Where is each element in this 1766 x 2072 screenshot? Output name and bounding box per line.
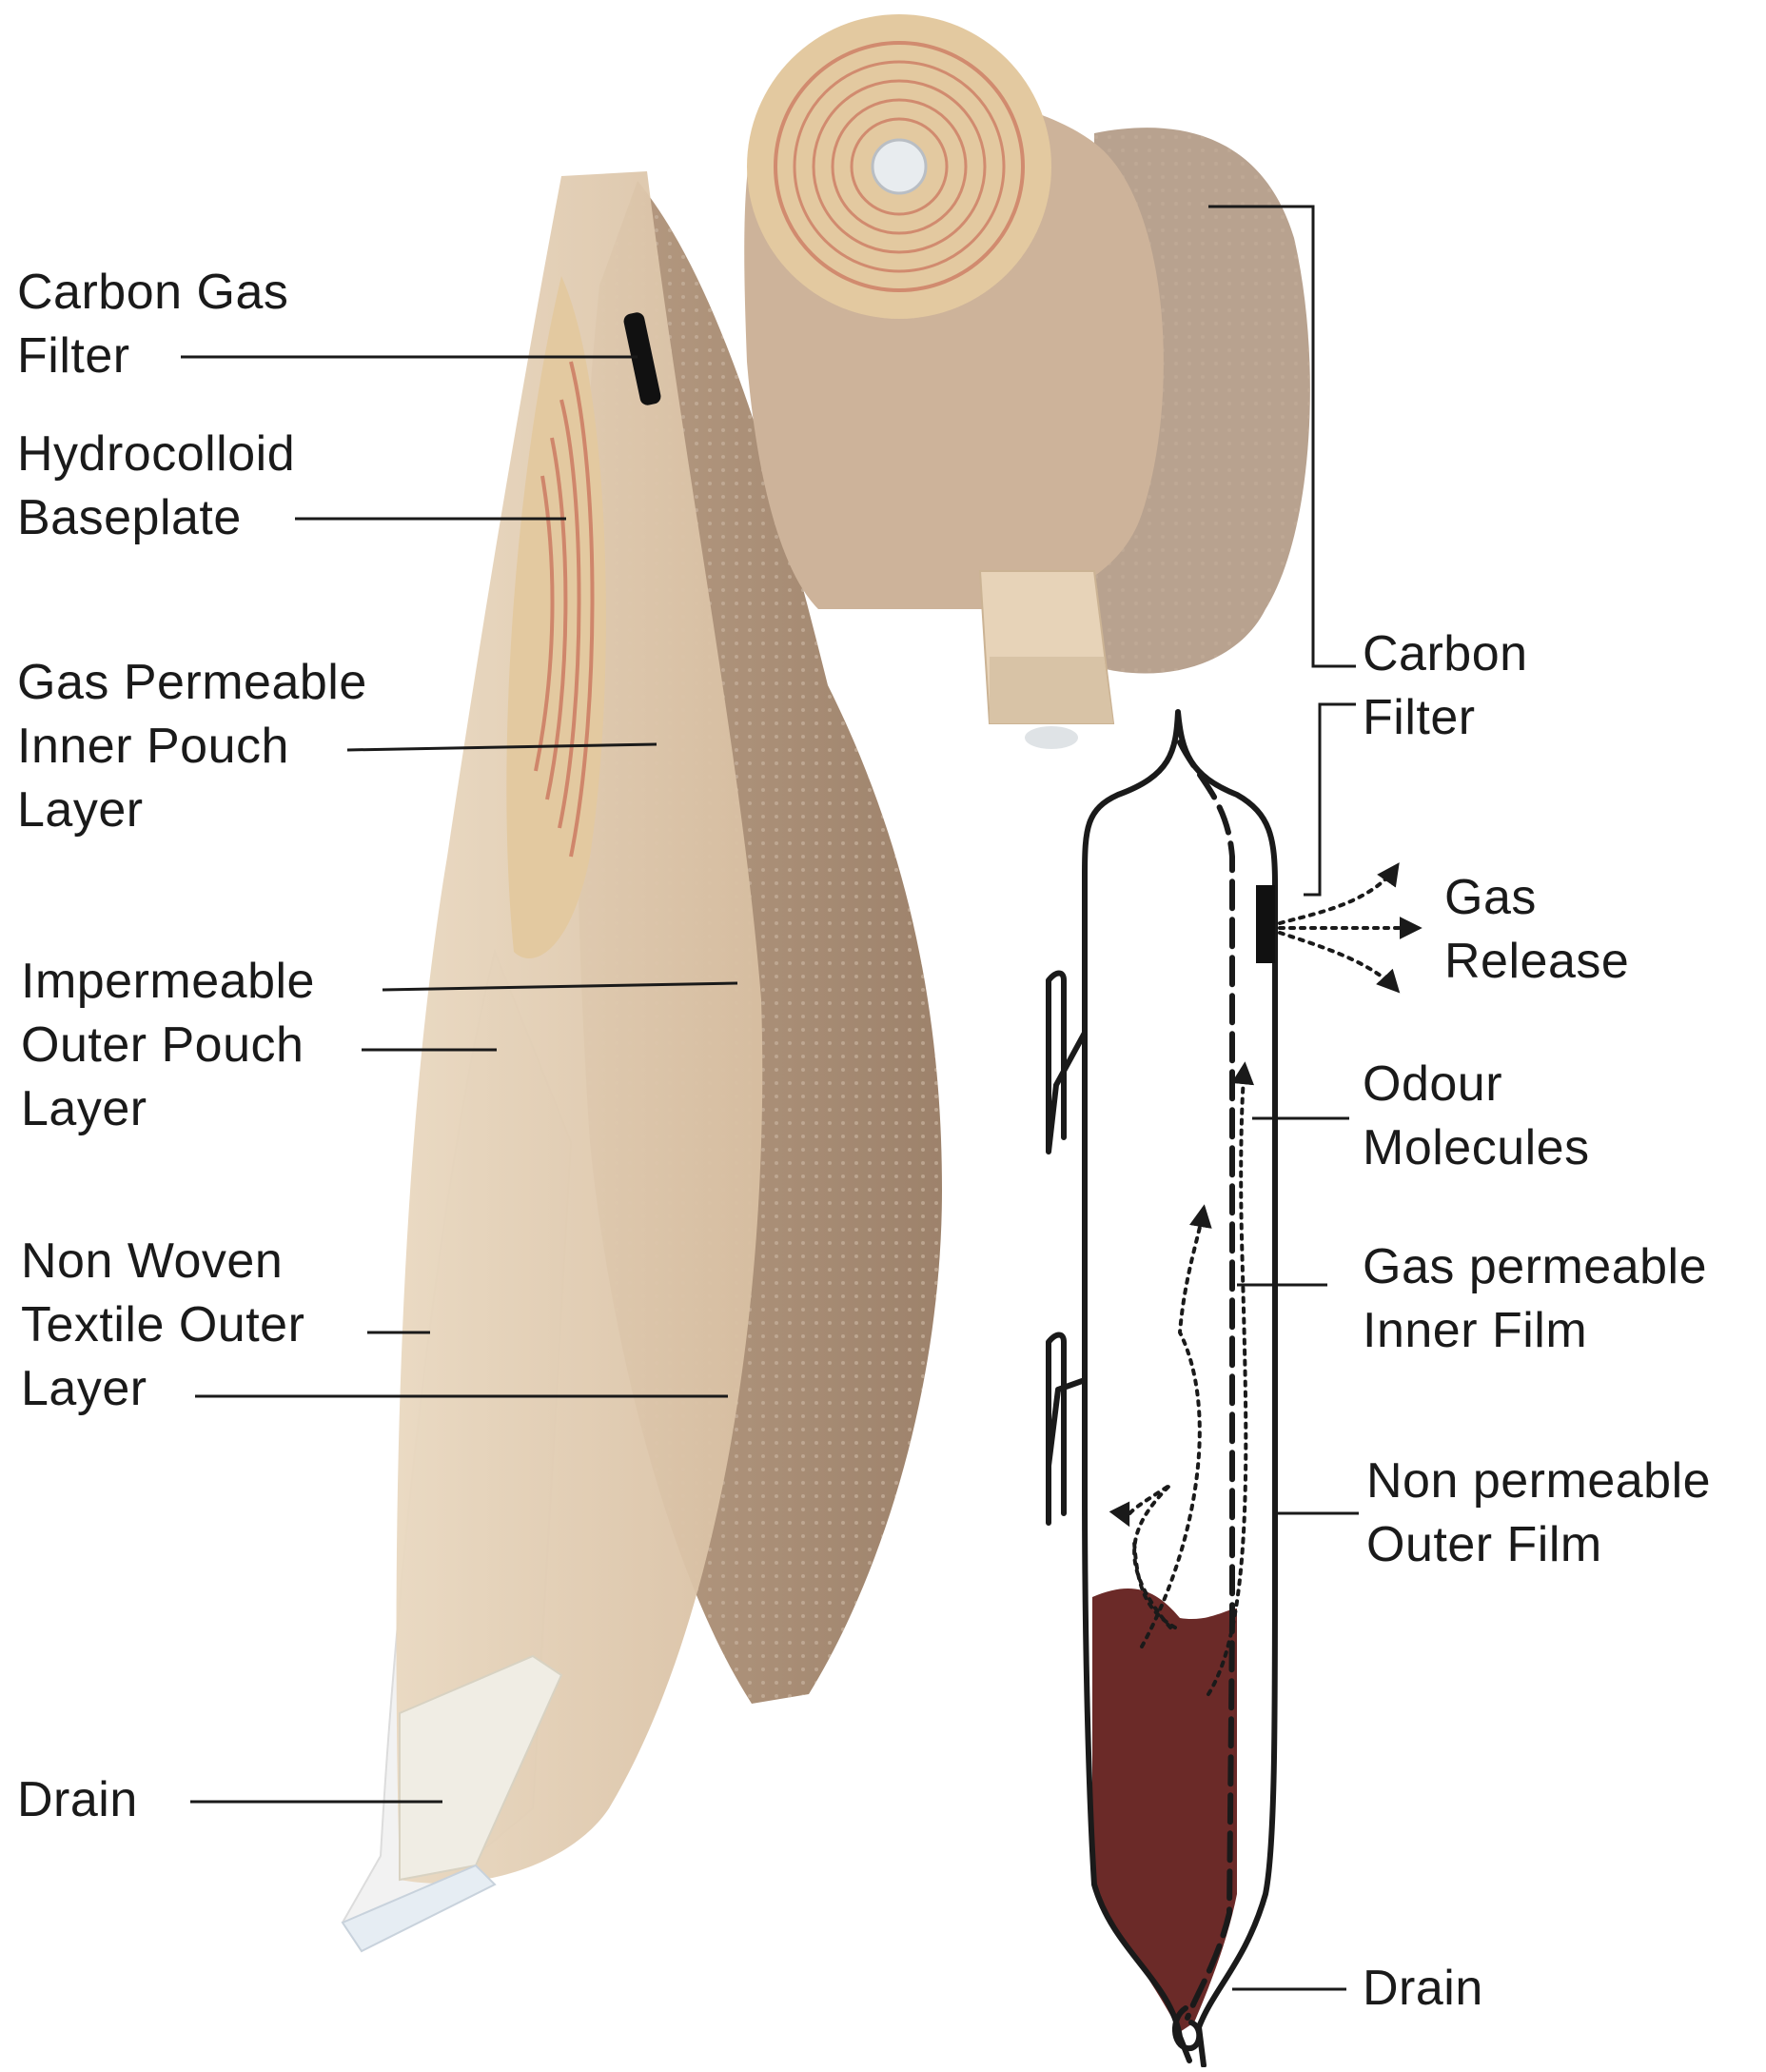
label-gas-permeable-inner-pouch-layer: Gas Permeable Inner Pouch Layer (17, 655, 367, 838)
label-carbon-filter: Carbon Filter (1363, 626, 1528, 745)
label-hydrocolloid-baseplate: Hydrocolloid Baseplate (17, 426, 296, 545)
label-drain-right: Drain (1363, 1961, 1483, 2016)
label-odour-molecules: Odour Molecules (1363, 1056, 1590, 1175)
pouch-baseplate-disc (747, 14, 1051, 319)
odour-path-2 (1140, 1204, 1212, 1648)
label-drain-left: Drain (17, 1772, 138, 1827)
leader-gas-permeable-inner (346, 742, 657, 752)
schematic-drain (1171, 2005, 1203, 2051)
gas-release-arrow-up (1278, 862, 1400, 925)
pouch-front-view (744, 14, 1310, 749)
leader-carbon-filter-schematic (1304, 702, 1356, 897)
label-gas-release: Gas Release (1444, 870, 1630, 989)
upper-flange-tab (1046, 970, 1088, 1154)
leader-carbon-filter (1208, 205, 1356, 668)
carbon-gas-filter-strip (623, 312, 661, 405)
leader-impermeable-outer-1 (382, 981, 738, 992)
lower-flange-tab (1046, 1332, 1088, 1526)
label-carbon-gas-filter: Carbon Gas Filter (17, 265, 289, 384)
pouch-cross-section (1046, 709, 1423, 2068)
inner-film-dashed (1177, 740, 1235, 2021)
drain-tab (399, 1654, 563, 1882)
schematic-carbon-filter (1256, 885, 1275, 963)
label-gas-permeable-inner-film: Gas permeable Inner Film (1363, 1239, 1708, 1358)
label-non-permeable-outer-film: Non permeable Outer Film (1366, 1453, 1712, 1572)
hydrocolloid-baseplate (506, 276, 606, 958)
pouch-contents (1092, 1589, 1237, 2032)
leader-lines (181, 205, 1359, 1991)
outer-film-outline (1082, 709, 1278, 2068)
gas-release-arrow-down (1278, 931, 1401, 994)
label-non-woven-textile-outer-layer: Non Woven Textile Outer Layer (21, 1233, 305, 1416)
odour-path-3 (1109, 1483, 1172, 1629)
inner-pouch-layer (396, 171, 763, 1884)
stoma-opening (871, 138, 928, 195)
layered-pouch-illustration (341, 171, 942, 1953)
odour-path-4 (1132, 1540, 1177, 1629)
label-impermeable-outer-pouch-layer: Impermeable Outer Pouch Layer (21, 954, 315, 1136)
odour-path-1 (1207, 1061, 1255, 1696)
